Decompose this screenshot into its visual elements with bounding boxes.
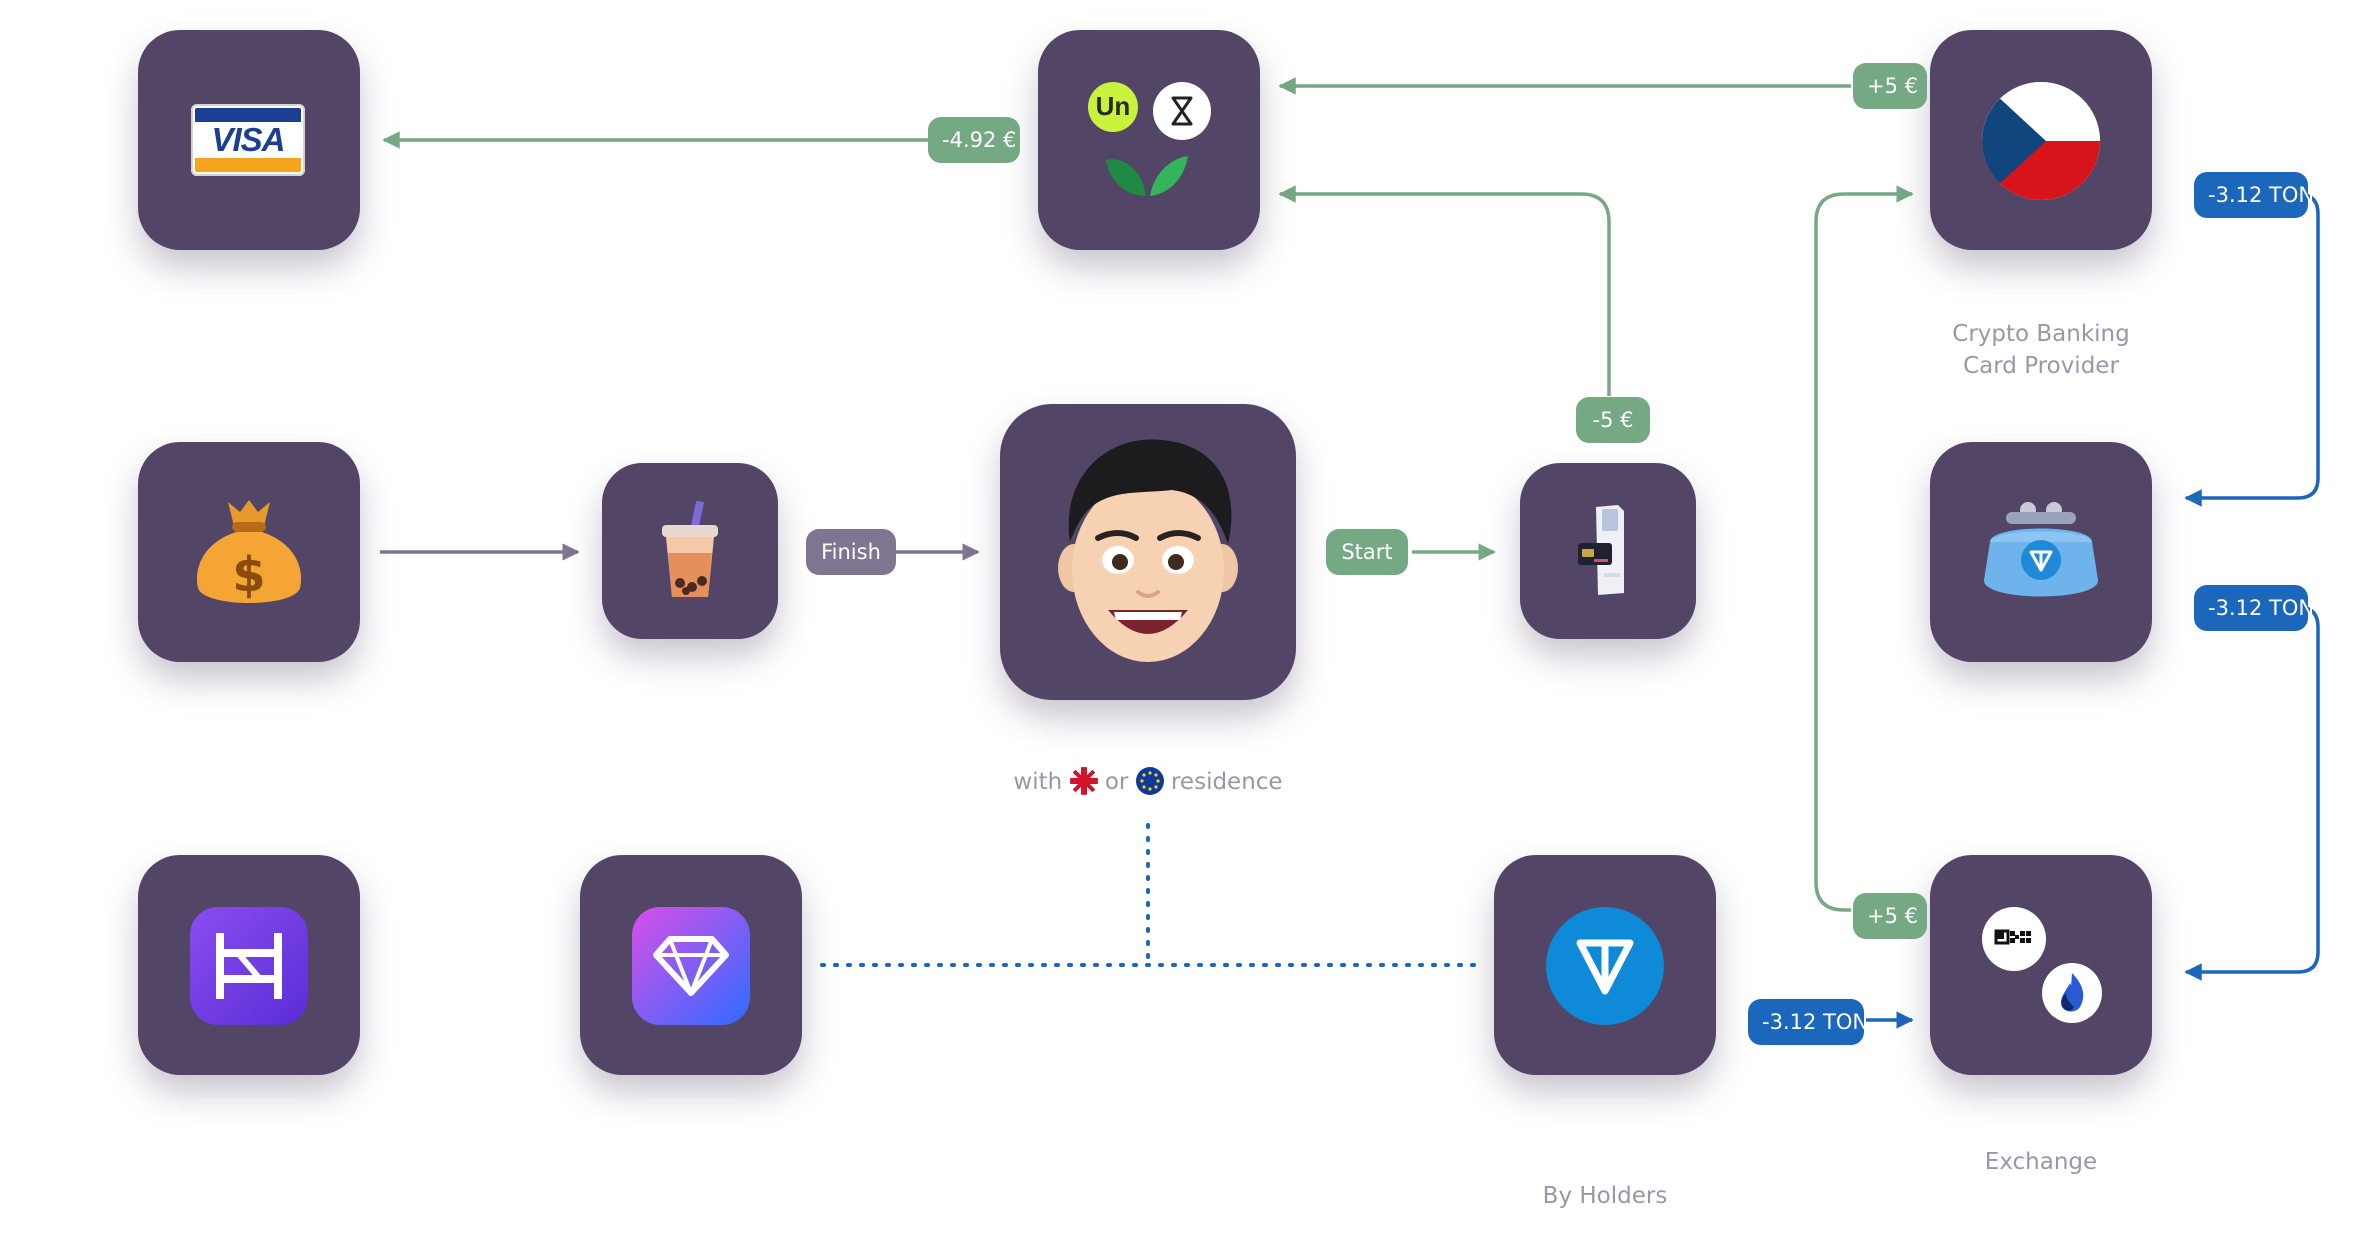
holders-app-tile <box>138 855 360 1075</box>
ton-caption: By Holders <box>1542 1183 1668 1209</box>
visa-tile: VISA <box>138 30 360 250</box>
card-terminal-icon <box>1574 503 1644 599</box>
holders-app-icon <box>190 907 308 1025</box>
bubble-tea-icon <box>650 500 730 601</box>
visa-wordmark: VISA <box>211 121 285 158</box>
ton-tile <box>1494 855 1716 1075</box>
exchange-tile <box>1930 855 2152 1075</box>
uk-flag-icon <box>1069 767 1098 795</box>
money-bag-icon: $ <box>192 492 306 614</box>
ton-logo-icon <box>1546 907 1664 1025</box>
ton-wallet-icon <box>1976 498 2106 608</box>
leaf-logo-icon <box>1102 152 1192 202</box>
gem-icon <box>632 907 750 1025</box>
badge-start: Start <box>1326 529 1408 575</box>
hourglass-logo-icon <box>1153 82 1211 140</box>
arrow-wallet-to-exchange <box>2184 605 2320 981</box>
residence-note: with or residence <box>1013 767 1283 795</box>
arrow-czech-to-wallet <box>2184 192 2320 507</box>
eu-flag-icon <box>1135 767 1164 795</box>
visa-card-icon: VISA <box>191 104 305 176</box>
bubble-tea-tile <box>602 463 778 639</box>
badge-pos-to-providers: -5 € <box>1576 397 1650 443</box>
ton-wallet-tile <box>1930 442 2152 662</box>
czech-bank-caption: Crypto Banking Card Provider <box>1952 321 2130 379</box>
gem-wallet-tile <box>580 855 802 1075</box>
money-bag-tile: $ <box>138 442 360 662</box>
czech-flag-icon <box>1982 82 2100 200</box>
badge-to-visa: -4.92 € <box>928 117 1020 163</box>
badge-finish: Finish <box>806 529 896 575</box>
pos-terminal-tile <box>1520 463 1696 639</box>
czech-bank-tile <box>1930 30 2152 250</box>
huobi-logo-icon <box>2042 963 2102 1023</box>
badge-from-czech: +5 € <box>1853 63 1927 109</box>
exchange-caption: Exchange <box>1984 1149 2098 1175</box>
user-tile <box>1000 404 1296 700</box>
payment-providers-tile: Un <box>1038 30 1260 250</box>
badge-wallet-to-exchange: -3.12 TON <box>2194 585 2314 631</box>
arrow-exchange-to-czech <box>1814 185 1914 912</box>
memoji-avatar-icon <box>1052 432 1244 672</box>
dollar-symbol: $ <box>232 547 266 603</box>
unlimit-logo-icon: Un <box>1088 82 1138 132</box>
badge-ton-to-exchange: -3.12 TON <box>1748 999 1868 1045</box>
okx-logo-icon <box>1982 907 2046 971</box>
badge-exchange-to-czech: +5 € <box>1853 893 1927 939</box>
payment-providers-icon: Un <box>1038 30 1260 250</box>
exchange-logos-icon <box>1930 855 2152 1075</box>
arrow-pos-to-providers <box>1278 185 1611 396</box>
badge-czech-to-wallet: -3.12 TON <box>2194 172 2314 218</box>
